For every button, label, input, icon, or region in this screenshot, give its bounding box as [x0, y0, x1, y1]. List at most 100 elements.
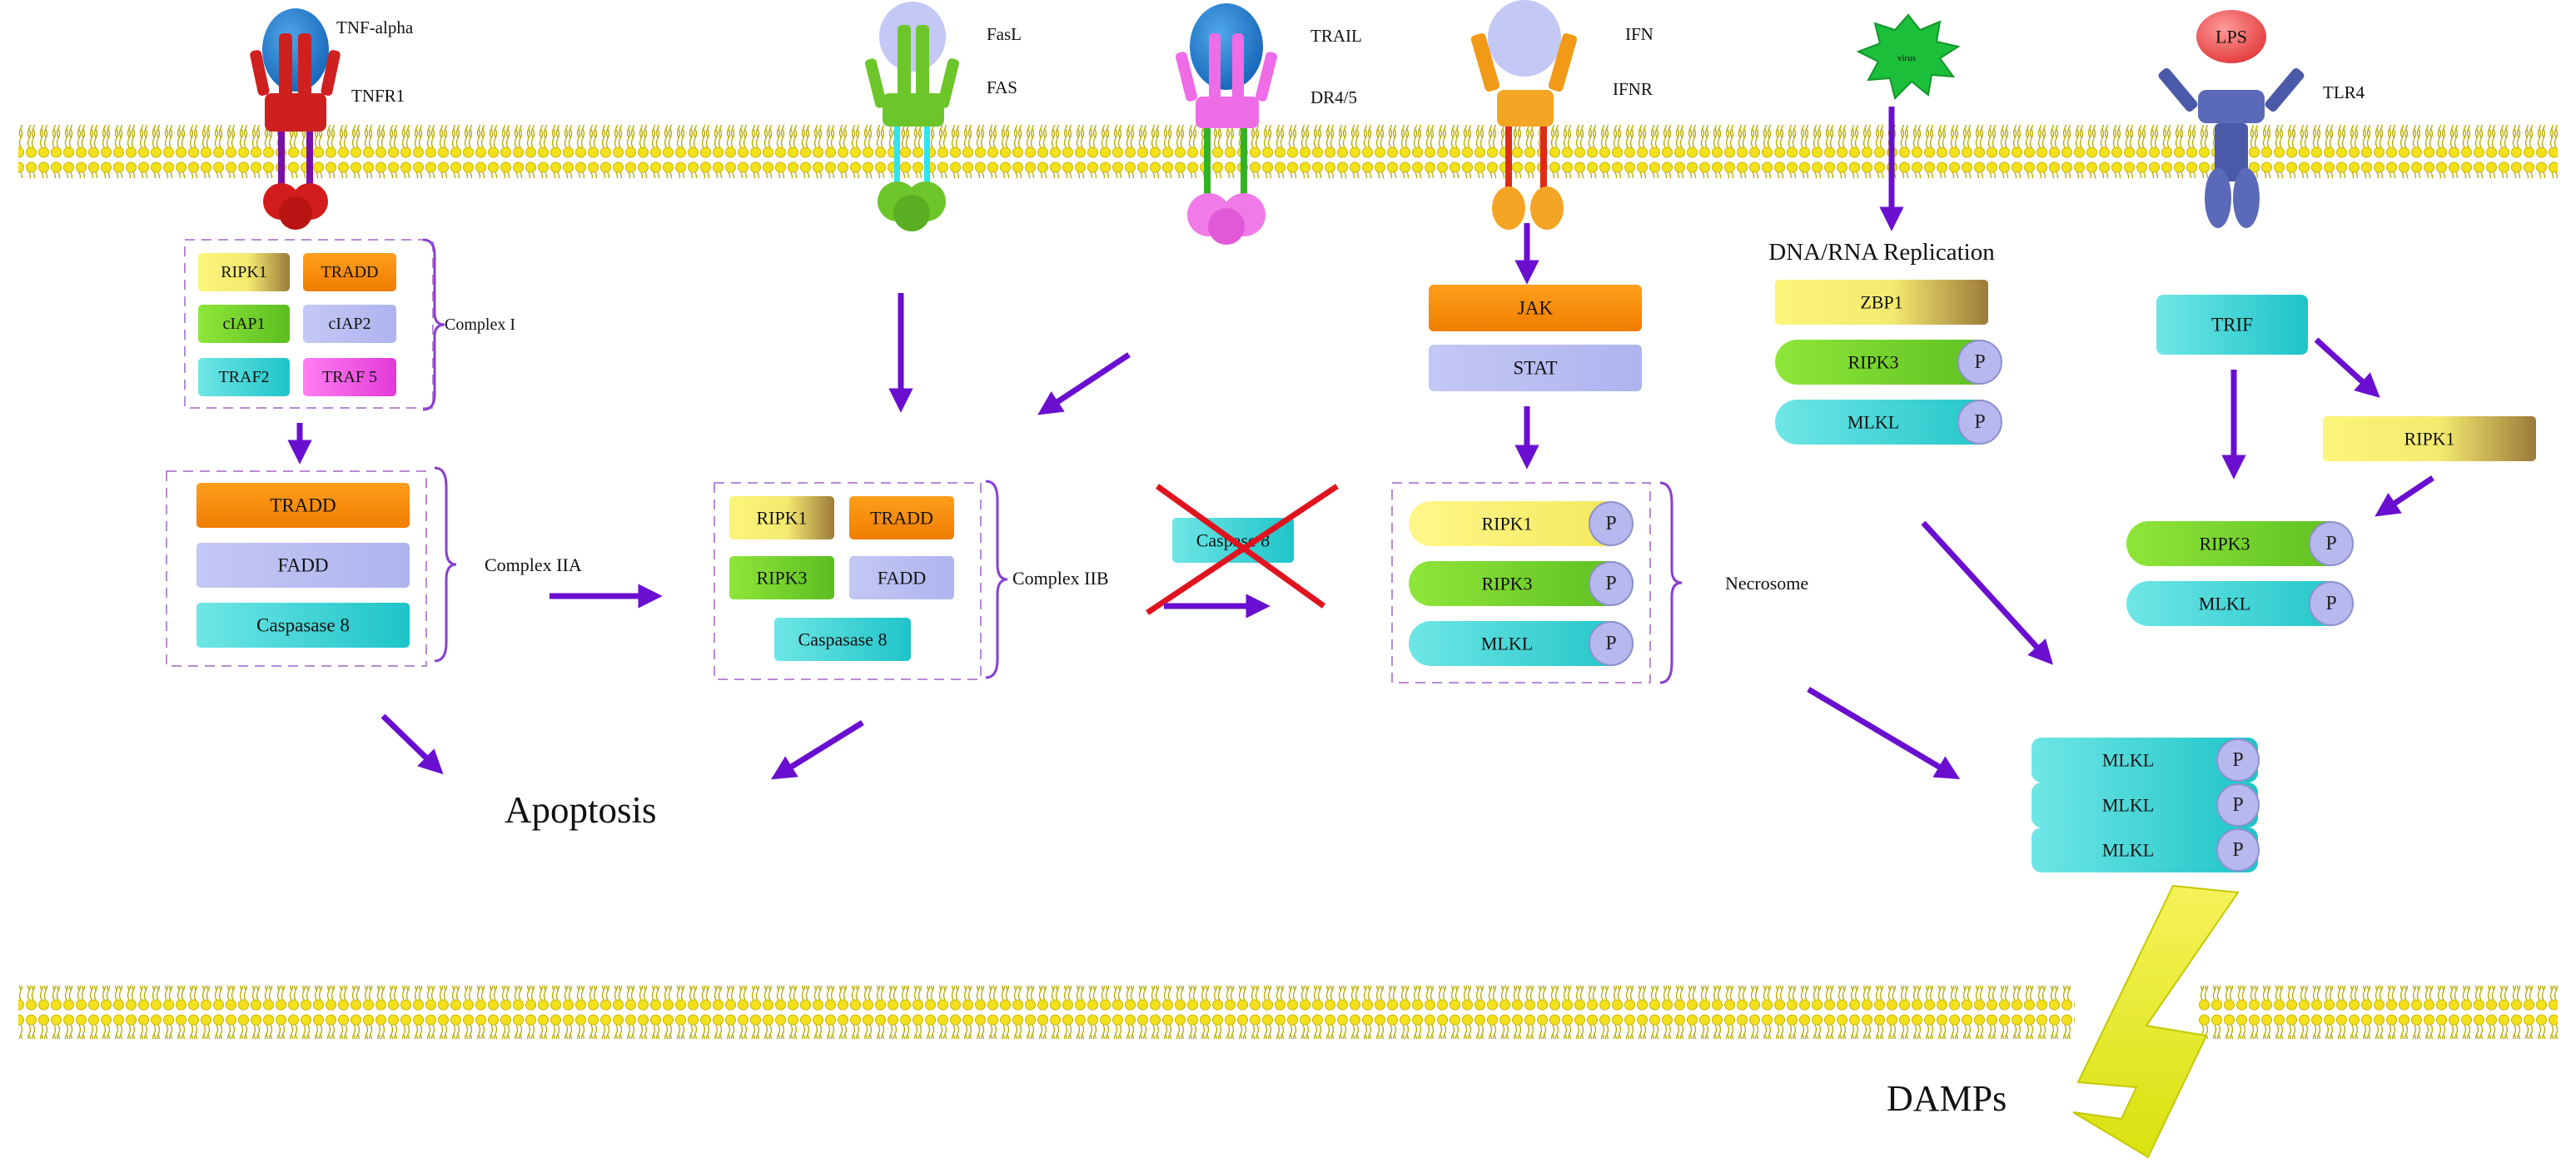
trail-label: TRAIL — [1310, 26, 1362, 46]
necrosome-border — [1391, 482, 1651, 683]
fasl-ligand-icon — [879, 2, 946, 72]
phospho-label: P — [2232, 749, 2243, 771]
trif-box — [2156, 295, 2308, 355]
mlkl-oligomer-box — [2031, 828, 2258, 872]
phospho-label: P — [1974, 411, 1985, 433]
phospho-icon — [2309, 581, 2354, 626]
phospho-label: P — [1605, 573, 1616, 594]
complex-iia-box-tradd — [196, 483, 410, 528]
phospho-label: P — [1974, 351, 1985, 373]
trail-ligand-icon — [1190, 3, 1263, 90]
arrow-necrosome-to-oligomer — [1807, 686, 1961, 779]
phospho-label: P — [2325, 533, 2336, 554]
arrow-trail-to-iib — [1037, 352, 1131, 415]
virus-ripk3-box — [1775, 340, 2002, 385]
complex-iia-label: FADD — [278, 555, 329, 576]
complex-iib-box-ripk3 — [729, 556, 834, 599]
apoptosis-label: Apoptosis — [505, 789, 657, 831]
jak-label: JAK — [1518, 298, 1554, 319]
tnfr1-receptor — [250, 8, 341, 230]
necrosome-box-ripk1 — [1409, 501, 1634, 546]
ifnr-receptor — [1470, 0, 1578, 230]
ifn-label: IFN — [1625, 24, 1654, 44]
necrosome-label: RIPK1 — [1481, 514, 1532, 534]
damps-label: DAMPs — [1887, 1078, 2007, 1119]
complex-i-label: cIAP1 — [222, 315, 265, 333]
trif-label: TRIF — [2211, 315, 2253, 335]
complex-iib-border — [714, 482, 982, 680]
dr45-label: DR4/5 — [1310, 87, 1357, 107]
tnf-alpha-ligand-icon — [262, 8, 329, 92]
tnf-alpha-label: TNF-alpha — [336, 17, 414, 37]
jak-box — [1429, 285, 1642, 331]
fas-receptor — [865, 2, 959, 231]
phospho-icon — [1957, 400, 2002, 445]
mlkl-oligomer-box — [2031, 738, 2258, 783]
lightning-bolt-icon — [2072, 884, 2240, 1159]
complex-iia-label: Caspasase 8 — [256, 615, 350, 636]
complex-iia-title: Complex IIA — [485, 554, 582, 575]
fas-label: FAS — [987, 77, 1017, 97]
phospho-icon — [2216, 738, 2260, 782]
complex-iib-title: Complex IIB — [1012, 568, 1109, 589]
phospho-icon — [2216, 828, 2260, 872]
complex-i-box-traf5 — [303, 358, 396, 396]
complex-iib-box-fadd — [849, 556, 954, 599]
zbp1-box — [1775, 280, 1988, 325]
phospho-icon — [1589, 561, 1634, 606]
virus-mlkl-label: MLKL — [1847, 412, 1899, 433]
tlr-ripk3-box — [2126, 521, 2353, 566]
arrow-ripk1-to-ripk3 — [2375, 475, 2434, 517]
complex-iib-label: TRADD — [870, 508, 933, 529]
complex-i-box-traf2 — [198, 358, 290, 396]
inhibition-cross-line — [1146, 484, 1339, 615]
stat-label: STAT — [1513, 358, 1557, 379]
dna-rna-replication-label: DNA/RNA Replication — [1768, 239, 1995, 266]
complex-i-label: cIAP2 — [328, 315, 370, 333]
mlkl-oligomer-label: MLKL — [2102, 750, 2154, 771]
tlr4-label: TLR4 — [2323, 82, 2365, 102]
arrow-trif-to-ripk1 — [2314, 337, 2380, 398]
necrosome-label: RIPK3 — [1481, 574, 1532, 594]
plasma-membrane-bottom — [18, 986, 2558, 1039]
tlr-ripk1-box — [2323, 416, 2536, 461]
fasl-label: FasL — [987, 24, 1022, 44]
mlkl-oligomer-label: MLKL — [2102, 795, 2154, 816]
complex-i-box-ciap2 — [303, 305, 396, 343]
inhibition-cross-line — [1155, 484, 1326, 609]
necrosome-label: MLKL — [1481, 634, 1533, 654]
ifnr-label: IFNR — [1613, 79, 1653, 99]
lps-label: LPS — [2215, 27, 2247, 47]
plasma-membrane-top — [18, 125, 2558, 178]
phospho-label: P — [2232, 794, 2243, 816]
phospho-icon — [2309, 521, 2354, 566]
complex-iia-border — [166, 470, 427, 667]
phospho-label: P — [1605, 633, 1616, 654]
tnfr1-label: TNFR1 — [351, 86, 405, 106]
complex-iib-box-tradd — [849, 496, 954, 539]
lps-ligand-icon — [2196, 10, 2266, 63]
mlkl-oligomer-label: MLKL — [2102, 840, 2154, 861]
tlr4-receptor — [2158, 10, 2305, 228]
zbp1-label: ZBP1 — [1860, 292, 1902, 313]
tlr-ripk3-label: RIPK3 — [2199, 534, 2250, 554]
complex-iib-label: FADD — [878, 568, 926, 589]
complex-i-title: Complex I — [445, 316, 515, 334]
phospho-icon — [1957, 340, 2002, 385]
complex-i-bracket — [422, 238, 445, 411]
necrosome-title: Necrosome — [1725, 573, 1808, 594]
complex-iia-bracket — [434, 466, 457, 663]
tlr-ripk1-label: RIPK1 — [2404, 429, 2454, 450]
arrow-virus-pathway-to-oligomer — [1921, 520, 2053, 665]
necrosome-box-ripk3 — [1409, 561, 1634, 606]
complex-i-label: TRADD — [321, 263, 379, 281]
ifn-ligand-icon — [1488, 0, 1561, 77]
complex-i-box-ciap1 — [198, 305, 290, 343]
necrosome-bracket — [1659, 481, 1683, 684]
complex-iib-label: RIPK1 — [756, 508, 807, 529]
complex-i-label: RIPK1 — [221, 263, 267, 281]
arrow-iib-to-apoptosis — [771, 720, 864, 780]
mlkl-oligomer-box — [2031, 783, 2258, 828]
phospho-icon — [2216, 783, 2260, 827]
complex-i-border — [184, 239, 434, 409]
